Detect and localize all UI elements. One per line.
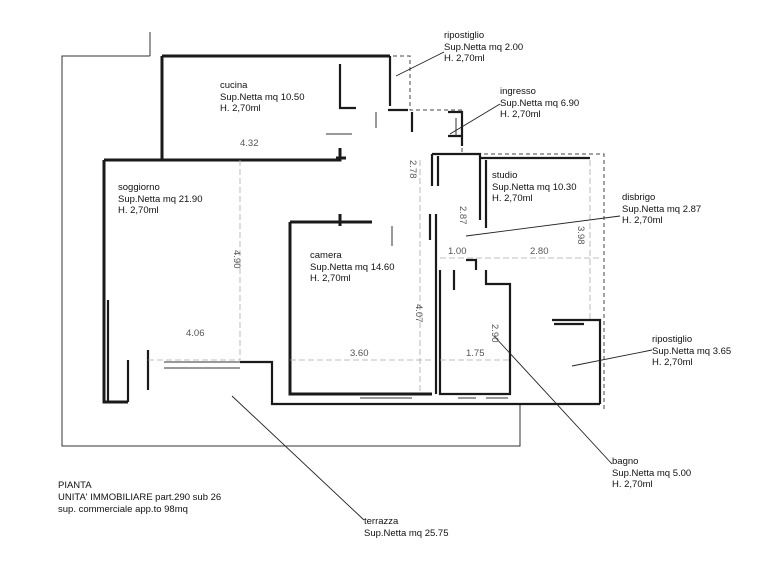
- room-name: terrazza: [364, 516, 399, 527]
- room-name: ripostiglio: [652, 334, 693, 345]
- wall: [480, 156, 590, 228]
- room-height: H. 2,70ml: [652, 357, 693, 368]
- room-name: studio: [492, 170, 518, 181]
- leader-line: [449, 103, 501, 135]
- room-area: Sup.Netta mq 10.50: [220, 91, 305, 103]
- room-area: Sup.Netta mq 6.90: [500, 97, 580, 109]
- room-name: disbrigo: [622, 192, 656, 203]
- room-name: ingresso: [500, 86, 536, 97]
- room-name: cucina: [220, 80, 248, 91]
- leader-line: [231, 395, 365, 521]
- terrace-outline: [61, 32, 521, 447]
- leader-line: [465, 215, 621, 237]
- room-area: Sup.Netta mq 21.90: [118, 193, 203, 205]
- wall: [410, 110, 464, 146]
- room-name: camera: [310, 250, 342, 261]
- room-area: Sup.Netta mq 14.60: [310, 261, 395, 273]
- dimension-label: 3.60: [350, 348, 369, 359]
- wall: [428, 214, 438, 394]
- dimension-label: 2.90: [489, 324, 500, 343]
- dimension-label: 2.78: [407, 160, 418, 179]
- terrace-door: [164, 361, 240, 369]
- caption-unit: UNITA' IMMOBILIARE part.290 sub 26: [58, 492, 222, 503]
- room-label-disbrigo: disbrigo Sup.Netta mq 2.87 H. 2,70ml: [622, 192, 701, 227]
- room-height: H. 2,70ml: [622, 215, 663, 226]
- dimension-label: 1.75: [466, 348, 485, 359]
- leader-line: [571, 349, 653, 367]
- caption-surface: sup. commerciale app.to 98mq: [58, 504, 188, 515]
- room-area: Sup.Netta mq 2.00: [444, 41, 524, 53]
- plan-caption: PIANTA UNITA' IMMOBILIARE part.290 sub 2…: [58, 480, 221, 516]
- leader-line: [395, 51, 445, 77]
- room-label-terrazza: terrazza Sup.Netta mq 25.75: [364, 516, 449, 539]
- dimension-label: 4.06: [186, 328, 205, 339]
- room-label-camera: camera Sup.Netta mq 14.60 H. 2,70ml: [310, 250, 395, 285]
- room-height: H. 2,70ml: [118, 205, 159, 216]
- room-area: Sup.Netta mq 3.65: [652, 345, 732, 357]
- wall: [102, 158, 162, 404]
- room-label-ingresso: ingresso Sup.Netta mq 6.90 H. 2,70ml: [500, 86, 579, 121]
- dimension-label: 4.07: [413, 304, 424, 323]
- dimension-label: 2.87: [457, 206, 468, 225]
- room-label-soggiorno: soggiorno Sup.Netta mq 21.90 H. 2,70ml: [118, 182, 203, 217]
- room-area: Sup.Netta mq 10.30: [492, 181, 577, 193]
- wall: [288, 214, 432, 396]
- wall: [126, 350, 150, 402]
- dimension-label: 3.98: [575, 226, 586, 245]
- wall: [240, 360, 600, 406]
- room-height: H. 2,70ml: [444, 53, 485, 64]
- room-label-bagno: bagno Sup.Netta mq 5.00 H. 2,70ml: [612, 456, 691, 491]
- room-height: H. 2,70ml: [612, 479, 653, 490]
- wall: [338, 56, 392, 110]
- room-area: Sup.Netta mq 2.87: [622, 203, 702, 215]
- room-area: Sup.Netta mq 5.00: [612, 467, 692, 479]
- caption-title: PIANTA: [58, 480, 92, 491]
- wall: [438, 258, 512, 396]
- room-name: soggiorno: [118, 182, 160, 193]
- leader-line: [493, 335, 613, 465]
- dimension-label: 1.00: [448, 246, 467, 257]
- dashed-boundary: [162, 55, 605, 410]
- door-mark: [326, 112, 457, 246]
- dimension-label: 4.90: [231, 250, 242, 269]
- room-name: ripostiglio: [444, 30, 485, 41]
- room-height: H. 2,70ml: [220, 103, 261, 114]
- wall: [552, 318, 602, 404]
- room-label-cucina: cucina Sup.Netta mq 10.50 H. 2,70ml: [220, 80, 305, 115]
- room-label-studio: studio Sup.Netta mq 10.30 H. 2,70ml: [492, 170, 577, 205]
- dimension-label: 2.80: [530, 246, 549, 257]
- room-height: H. 2,70ml: [310, 273, 351, 284]
- room-area: Sup.Netta mq 25.75: [364, 527, 449, 539]
- room-label-ripostiglio-right: ripostiglio Sup.Netta mq 3.65 H. 2,70ml: [652, 334, 731, 369]
- wall: [430, 152, 482, 220]
- wall: [162, 148, 346, 162]
- dimension-label: 4.32: [240, 138, 259, 149]
- room-name: bagno: [612, 456, 639, 467]
- room-height: H. 2,70ml: [492, 193, 533, 204]
- room-height: H. 2,70ml: [500, 109, 541, 120]
- room-label-ripostiglio-top: ripostiglio Sup.Netta mq 2.00 H. 2,70ml: [444, 30, 523, 65]
